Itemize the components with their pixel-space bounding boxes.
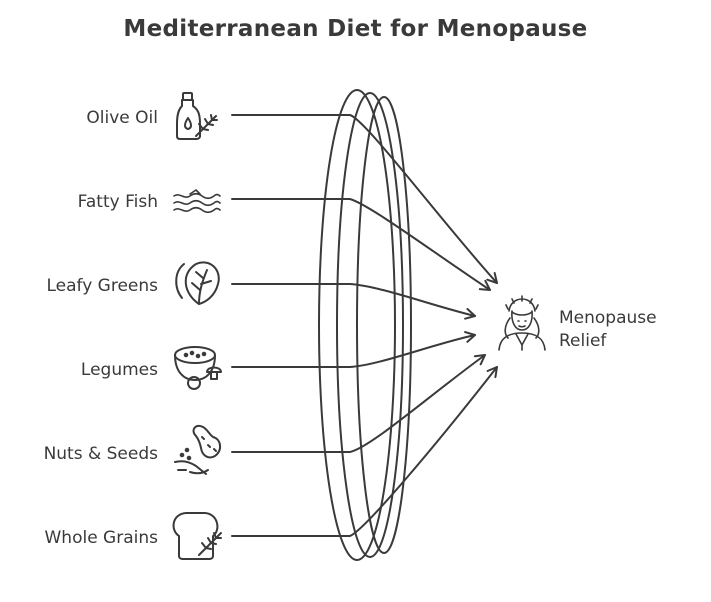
label-leafy-greens: Leafy Greens — [46, 276, 158, 296]
label-nuts-seeds: Nuts & Seeds — [44, 444, 159, 464]
peanut-icon — [175, 426, 220, 474]
output-label-line2: Relief — [559, 331, 607, 351]
connector-legumes — [232, 335, 475, 367]
bread-wheat-icon — [174, 513, 221, 559]
fish-waves-icon — [174, 190, 220, 212]
bowl-beans-icon — [175, 347, 221, 389]
connectors — [232, 115, 497, 536]
label-fatty-fish: Fatty Fish — [78, 192, 158, 212]
label-legumes: Legumes — [81, 360, 158, 380]
leaf-icon — [176, 262, 219, 304]
connector-leafy-greens — [232, 284, 475, 316]
label-olive-oil: Olive Oil — [86, 108, 158, 128]
olive-oil-bottle-icon — [177, 93, 217, 139]
output-label-line1: Menopause — [559, 308, 657, 328]
woman-with-wreath-icon — [499, 296, 545, 350]
label-whole-grains: Whole Grains — [44, 528, 158, 548]
